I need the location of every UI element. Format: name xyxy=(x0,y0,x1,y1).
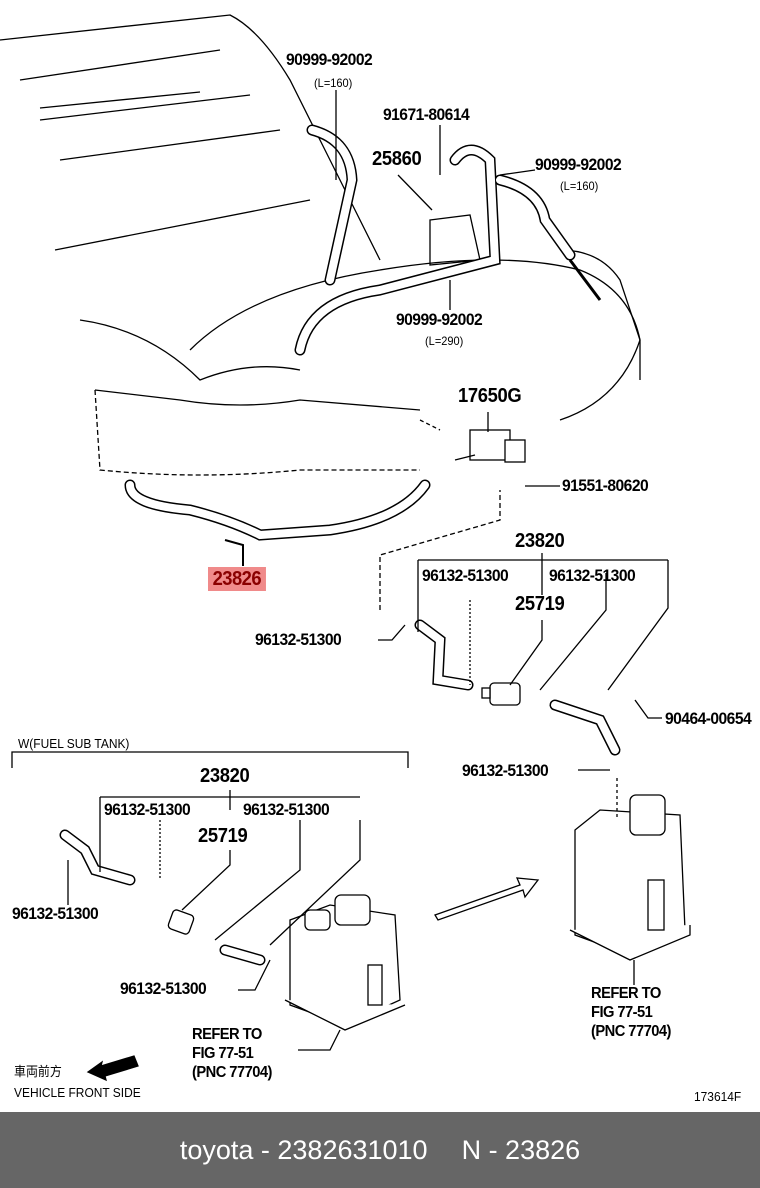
part-label[interactable]: 96132-51300 xyxy=(255,630,342,649)
refer-line: FIG 77-51 xyxy=(591,1004,653,1021)
part-label[interactable]: 90999-92002 xyxy=(396,310,483,329)
part-label[interactable]: 25860 xyxy=(372,148,422,170)
part-label[interactable]: 17650G xyxy=(458,385,522,407)
vehicle-front-arrow xyxy=(86,1055,139,1082)
part-label[interactable]: 25719 xyxy=(198,825,248,847)
part-label[interactable]: 23820 xyxy=(515,530,565,552)
part-label[interactable]: 91671-80614 xyxy=(383,105,470,124)
part-label[interactable]: 96132-51300 xyxy=(243,800,330,819)
part-label[interactable]: 90999-92002 xyxy=(286,50,373,69)
figure-id: 173614F xyxy=(694,1089,742,1104)
front-label-en: VEHICLE FRONT SIDE xyxy=(14,1085,141,1100)
part-label[interactable]: 96132-51300 xyxy=(462,761,549,780)
highlighted-part-label[interactable]: 23826 xyxy=(208,567,266,591)
refer-line: REFER TO xyxy=(591,985,661,1002)
part-label[interactable]: 96132-51300 xyxy=(422,566,509,585)
footer-reference: N - 23826 xyxy=(461,1134,581,1165)
leader-lines xyxy=(11,90,669,1051)
part-label[interactable]: 25719 xyxy=(515,593,565,615)
part-label[interactable]: 90464-00654 xyxy=(665,709,752,728)
refer-line: FIG 77-51 xyxy=(192,1045,254,1062)
part-label[interactable]: 96132-51300 xyxy=(104,800,191,819)
footer-bar: toyota - 2382631010 N - 23826 xyxy=(0,1112,760,1188)
section-title: W(FUEL SUB TANK) xyxy=(18,736,130,751)
part-label[interactable]: 96132-51300 xyxy=(120,979,207,998)
vsv-valve xyxy=(454,429,526,463)
refer-note-left: REFER TO FIG 77-51 (PNC 77704) xyxy=(192,1025,272,1082)
part-label[interactable]: 23820 xyxy=(200,765,250,787)
refer-note-right: REFER TO FIG 77-51 (PNC 77704) xyxy=(591,984,671,1041)
refer-line: (PNC 77704) xyxy=(192,1064,272,1081)
direction-arrow xyxy=(434,877,540,921)
length-note: (L=160) xyxy=(314,76,353,90)
part-label[interactable]: 96132-51300 xyxy=(12,904,99,923)
length-note: (L=290) xyxy=(425,334,464,348)
part-label[interactable]: 90999-92002 xyxy=(535,155,622,174)
front-label-jp: 車両前方 xyxy=(14,1064,62,1079)
hoses xyxy=(59,124,621,966)
engine-outline xyxy=(0,14,641,476)
part-label[interactable]: 96132-51300 xyxy=(549,566,636,585)
length-note: (L=160) xyxy=(560,179,599,193)
refer-line: REFER TO xyxy=(192,1026,262,1043)
charcoal-canister xyxy=(284,794,691,1031)
diagram-drawing xyxy=(0,14,691,1082)
fuel-filter xyxy=(167,682,521,935)
footer-part-number: toyota - 2382631010 xyxy=(179,1134,428,1165)
refer-line: (PNC 77704) xyxy=(591,1023,671,1040)
part-label[interactable]: 91551-80620 xyxy=(562,476,649,495)
